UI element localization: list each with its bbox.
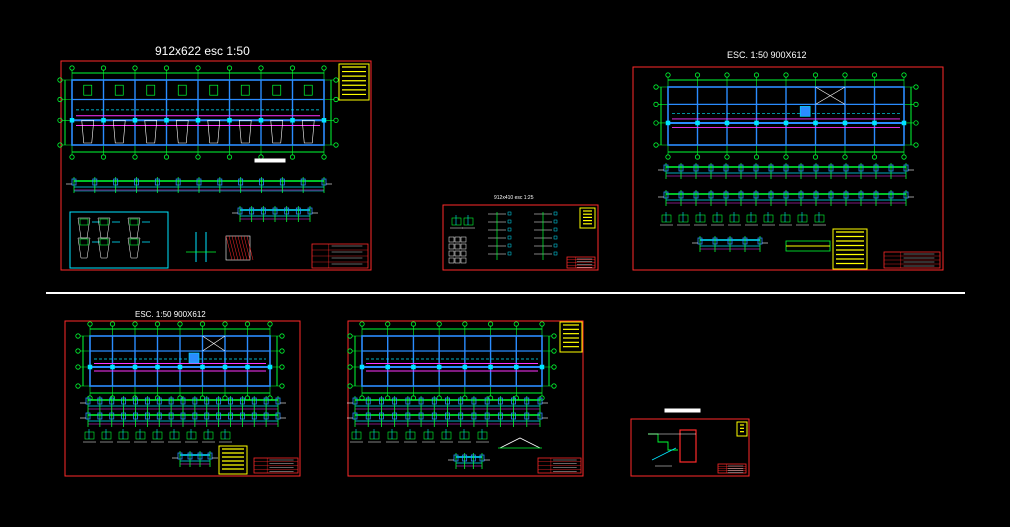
sheet-4-title: ESC. 1:50 900X612 (135, 310, 206, 319)
sheet-6 (630, 408, 750, 477)
sheet-4 (64, 320, 301, 477)
sheet-1 (57, 60, 372, 271)
sheet-3-title: ESC. 1:50 900X612 (727, 50, 807, 60)
sheet-1-title: 912x622 esc 1:50 (155, 44, 250, 58)
sheet-3 (632, 66, 944, 271)
sheet-5 (347, 320, 584, 477)
sheet-2 (442, 204, 599, 271)
sheet-2-title: 912x410 esc 1:25 (494, 195, 534, 201)
